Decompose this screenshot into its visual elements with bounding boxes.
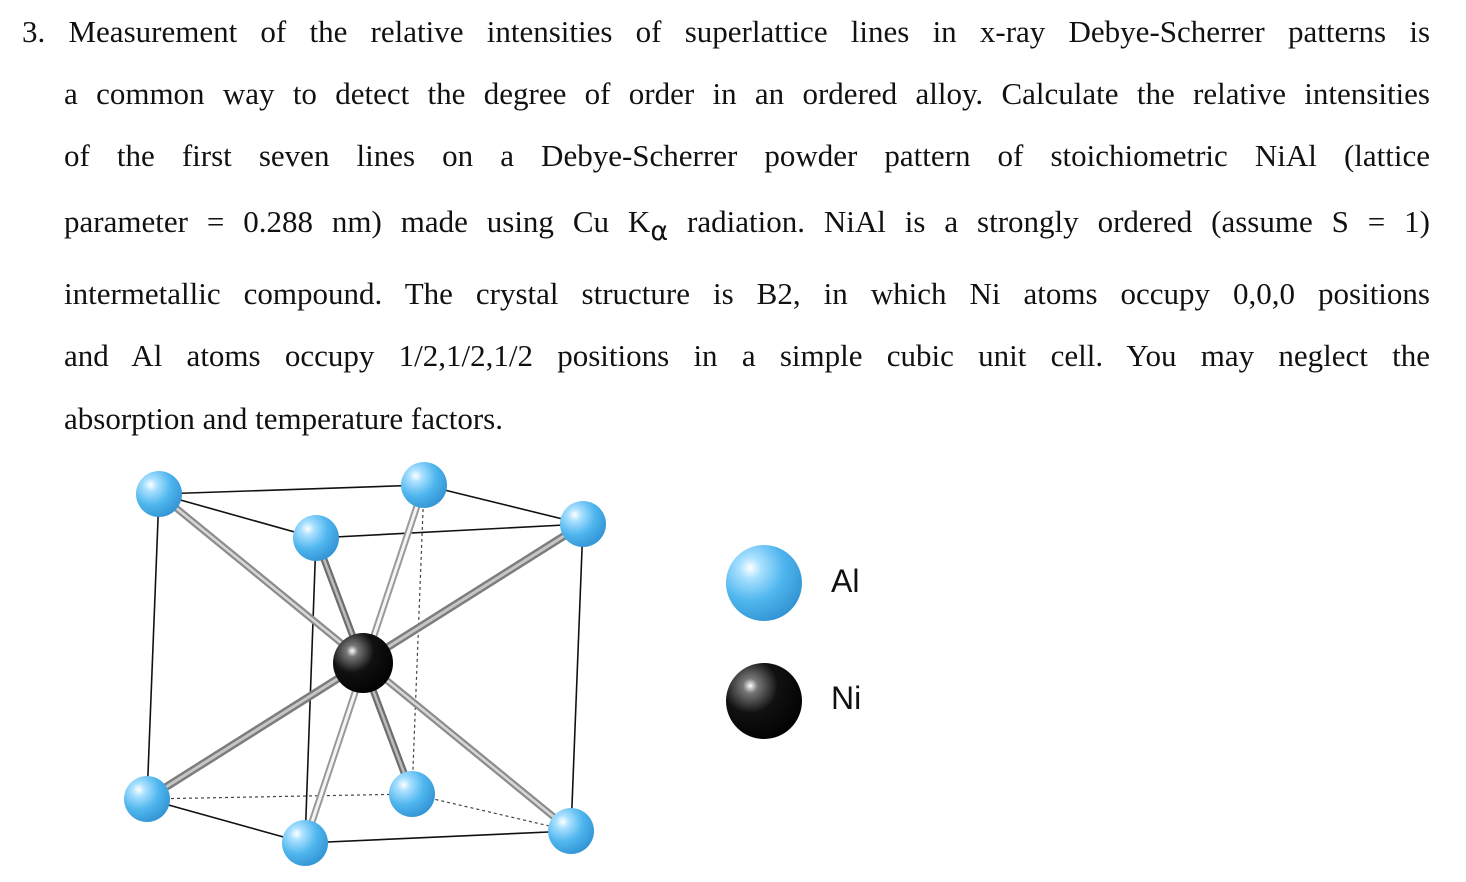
problem-line-2: a common way to detect the degree of ord… <box>64 76 1430 111</box>
al-atom <box>548 808 594 854</box>
legend-al-swatch <box>726 545 802 621</box>
legend-ni-swatch <box>726 663 802 739</box>
al-atom <box>389 771 435 817</box>
alpha-subscript: α <box>650 216 669 247</box>
al-atom <box>136 471 182 517</box>
problem-line-6: and Al atoms occupy 1/2,1/2,1/2 position… <box>64 338 1430 373</box>
ni-atom <box>333 633 393 693</box>
problem-line-5: intermetallic compound. The crystal stru… <box>64 276 1430 311</box>
problem-line-1: 3. Measurement of the relative intensiti… <box>22 14 1431 49</box>
hidden-cube-edges <box>146 484 572 832</box>
problem-number: 3. <box>22 14 46 49</box>
al-atom <box>560 501 606 547</box>
al-atom <box>401 462 447 508</box>
al-atom <box>124 776 170 822</box>
cube-edges <box>146 484 584 844</box>
al-atom <box>293 515 339 561</box>
problem-line-3: of the first seven lines on a Debye-Sche… <box>64 138 1430 173</box>
problem-line-4: parameter = 0.288 nm) made using Cu Kα r… <box>64 204 1431 247</box>
b2-crystal-structure-figure <box>124 462 606 866</box>
al-atoms <box>124 462 606 866</box>
problem-line-7: absorption and temperature factors. <box>64 401 503 436</box>
al-atom <box>282 820 328 866</box>
legend-ni-label: Ni <box>831 680 862 716</box>
legend-al-label: Al <box>831 563 860 599</box>
